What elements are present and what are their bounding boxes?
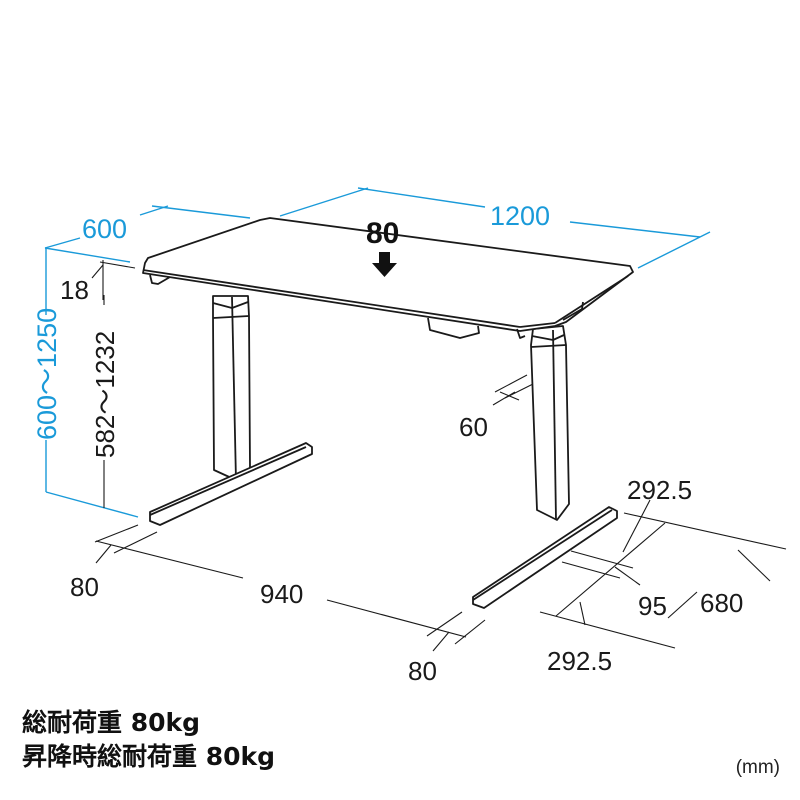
blue-dimension-lines [44,187,711,518]
foot-front-offset-label: 292.5 [547,646,612,676]
height-range-label: 600〜1250 [32,308,62,440]
black-dimension-lines [91,260,787,652]
unit-label: (mm) [735,757,780,778]
lifting-load-spec: 昇降時総耐荷重 80kg [22,742,276,771]
foot-length-label: 680 [700,588,743,618]
top-thickness-label: 18 [60,275,89,305]
foot-width-right-label: 80 [408,656,437,686]
foot-width-left-label: 80 [70,572,99,602]
load-value-label: 80 [366,217,399,250]
column-depth-label: 95 [638,591,667,621]
desk-illustration [142,217,634,609]
total-load-spec: 総耐荷重 80kg [22,708,201,737]
leg-height-range-label: 582〜1232 [90,331,120,458]
column-size-label: 60 [459,412,488,442]
depth-label: 600 [82,214,127,244]
foot-span-label: 940 [260,579,303,609]
load-arrow-icon [372,252,397,277]
width-label: 1200 [490,201,550,231]
foot-rear-offset-label: 292.5 [627,475,692,505]
